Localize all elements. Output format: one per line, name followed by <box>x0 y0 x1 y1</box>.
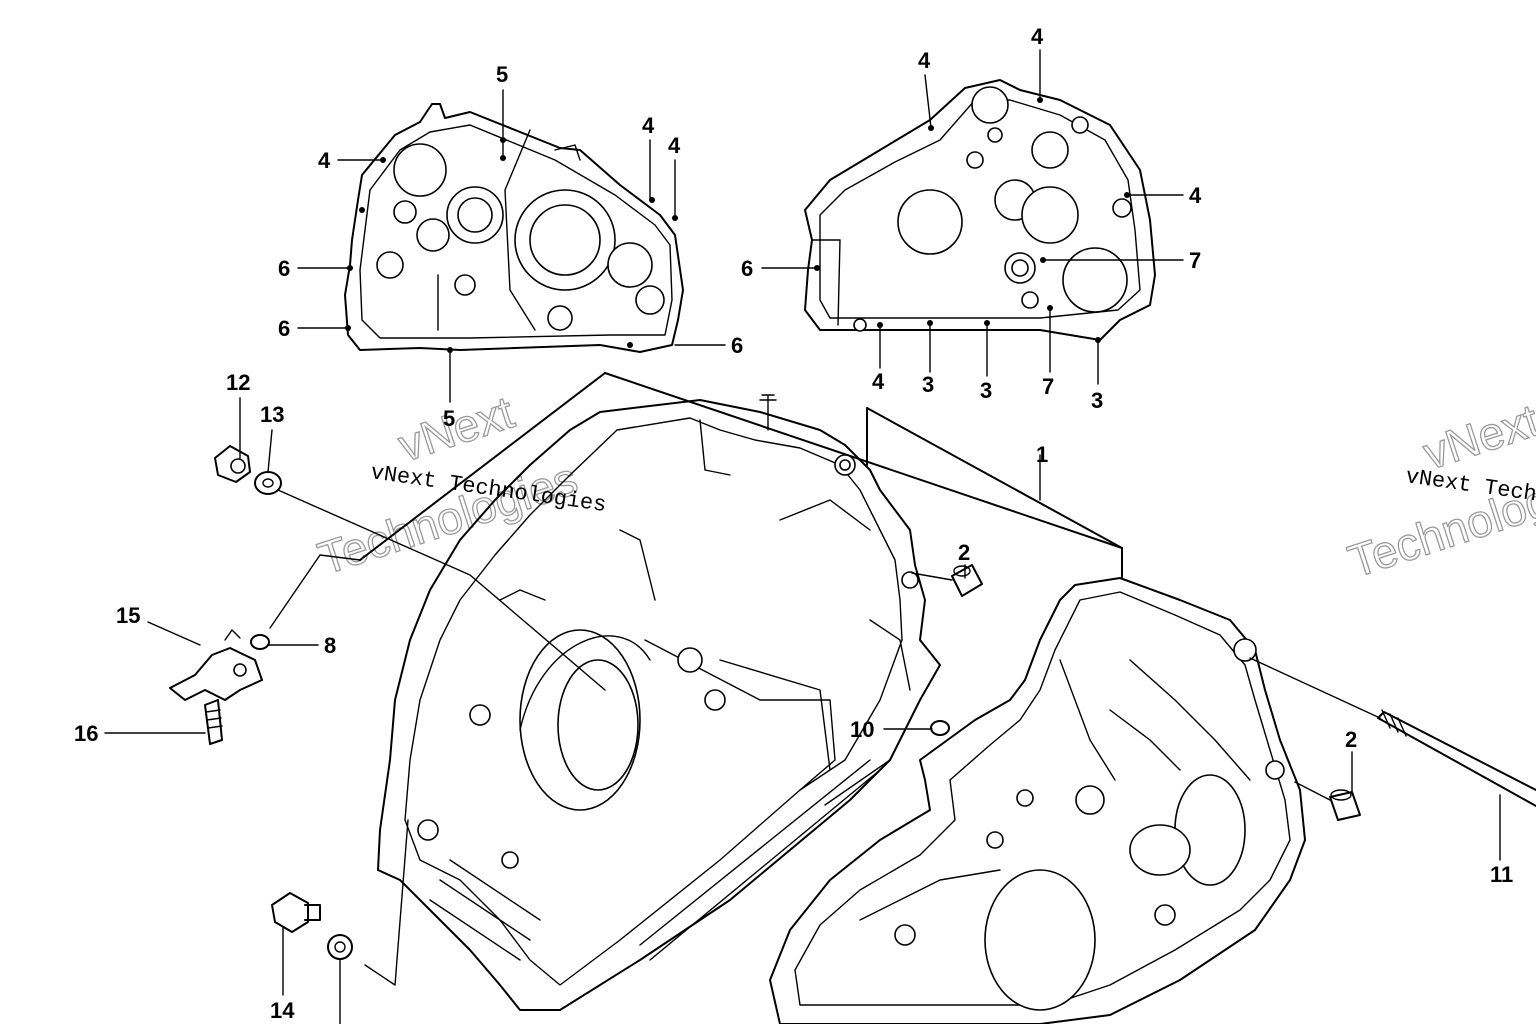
oil-line-bolt <box>214 445 251 483</box>
callout-8: 8 <box>324 633 336 658</box>
callout-3: 3 <box>980 378 992 403</box>
callout-5: 5 <box>443 406 455 431</box>
callout-2: 2 <box>1345 727 1357 752</box>
oil-pipe-joint <box>169 629 263 701</box>
stud-bolt <box>1377 709 1536 807</box>
callout-4: 4 <box>642 113 655 138</box>
callout-12: 12 <box>226 370 250 395</box>
callout-3: 3 <box>922 372 934 397</box>
joint-bolt <box>204 699 223 745</box>
callout-4: 4 <box>1189 183 1202 208</box>
callout-7: 7 <box>1189 248 1201 273</box>
callout-6: 6 <box>278 256 290 281</box>
callout-6: 6 <box>731 333 743 358</box>
callout-4: 4 <box>318 148 331 173</box>
dowel-pin <box>1329 789 1361 821</box>
callout-7: 7 <box>1042 374 1054 399</box>
callout-14: 14 <box>270 998 295 1023</box>
watermark-text: vNext <box>1417 394 1536 480</box>
left-gasket <box>344 103 684 353</box>
callout-4: 4 <box>1031 24 1044 49</box>
callout-5: 5 <box>496 62 508 87</box>
callout-2: 2 <box>958 540 970 565</box>
callout-4: 4 <box>918 48 931 73</box>
o-ring <box>250 634 270 650</box>
crankcase-assembly-bracket <box>866 407 1123 549</box>
left-crankcase-half <box>377 394 941 1011</box>
crankcase-assembly-bracket <box>604 372 1123 578</box>
o-ring <box>930 720 950 736</box>
assembly-lines <box>104 49 1501 1024</box>
callout-10: 10 <box>850 717 874 742</box>
crankcase-assembly-bracket <box>359 372 606 561</box>
callout-labels: 1 2 2 3 3 3 4 4 4 4 4 4 4 5 5 6 6 6 6 7 … <box>74 24 1513 1023</box>
callout-4: 4 <box>872 369 885 394</box>
watermark-text: vNext <box>392 386 520 472</box>
callout-1: 1 <box>1036 442 1048 467</box>
callout-4: 4 <box>668 133 681 158</box>
watermark-right: vNext Technologies vNext Technologies <box>1341 393 1536 588</box>
callout-15: 15 <box>116 603 140 628</box>
right-gasket <box>804 79 1156 343</box>
callout-16: 16 <box>74 721 98 746</box>
callout-6: 6 <box>278 316 290 341</box>
watermark-left: vNext Technologies vNext Technologies <box>311 385 607 585</box>
drain-plug <box>271 892 321 933</box>
drain-washer <box>327 934 353 960</box>
callout-6: 6 <box>741 256 753 281</box>
callout-13: 13 <box>260 402 284 427</box>
callout-3: 3 <box>1091 388 1103 413</box>
callout-11: 11 <box>1490 862 1513 887</box>
sealing-washer <box>254 471 282 495</box>
right-crankcase-half <box>769 577 1306 1024</box>
dowel-pin <box>951 564 983 597</box>
